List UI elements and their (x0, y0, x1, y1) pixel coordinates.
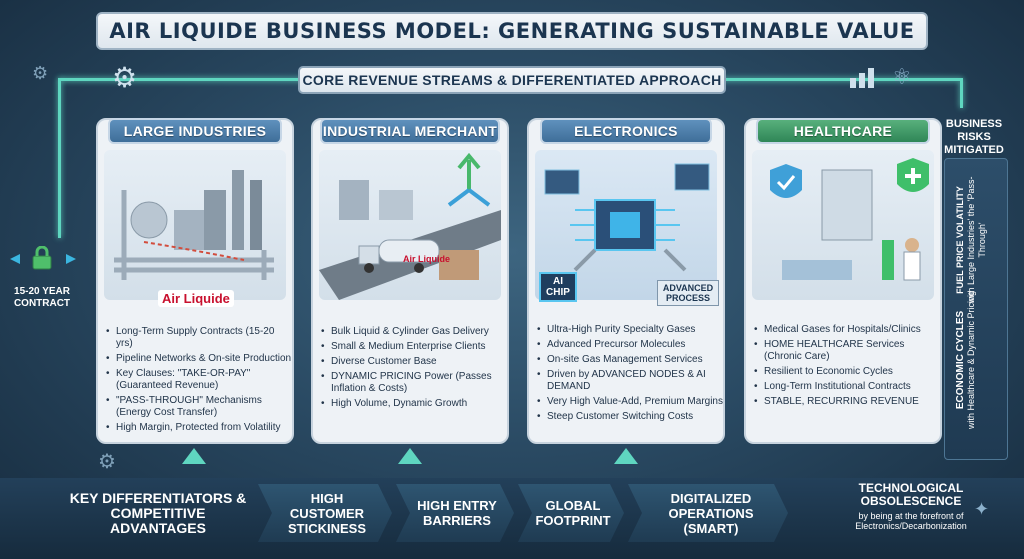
bullet: DYNAMIC PRICING Power (Passes Inflation … (321, 371, 507, 395)
core-revenue-banner: CORE REVENUE STREAMS & DIFFERENTIATED AP… (298, 66, 726, 94)
card-title: INDUSTRIAL MERCHANT (322, 123, 498, 139)
card-title: ELECTRONICS (574, 123, 678, 139)
bullet: Small & Medium Enterprise Clients (321, 341, 507, 353)
bullet: Steep Customer Switching Costs (537, 411, 723, 423)
bullet: High Margin, Protected from Volatility (106, 422, 292, 434)
contract-line-2: CONTRACT (13, 298, 71, 309)
bullet: STABLE, RECURRING REVENUE (754, 396, 940, 408)
bullet: Medical Gases for Hospitals/Clinics (754, 324, 940, 336)
bullet: Pipeline Networks & On-site Production (106, 353, 292, 365)
tech-obsolescence-body: by being at the forefront of Electronics… (855, 511, 967, 531)
card-large-industries: Air Liquide Long-Term Supply Contracts (… (96, 118, 294, 444)
title-text: AIR LIQUIDE BUSINESS MODEL: GENERATING S… (109, 19, 915, 43)
sparkle-icon: ✦ (974, 499, 990, 519)
bullet: Long-Term Institutional Contracts (754, 381, 940, 393)
bullet: "PASS-THROUGH" Mechanisms (Energy Cost T… (106, 395, 292, 419)
truck-label: Air Liquide (403, 254, 450, 264)
card-head-electronics: ELECTRONICS (540, 118, 712, 144)
advanced-process-badge: ADVANCED PROCESS (657, 280, 719, 306)
tech-obsolescence-title: TECHNOLOGICAL OBSOLESCENCE (858, 481, 964, 508)
tech-obsolescence: TECHNOLOGICAL OBSOLESCENCE by being at t… (806, 478, 1016, 532)
electronics-illustration (535, 150, 717, 300)
contract-label: 15-20 YEAR CONTRACT (8, 286, 76, 310)
bullet: HOME HEALTHCARE Services (Chronic Care) (754, 339, 940, 363)
healthcare-bullets: Medical Gases for Hospitals/Clinics HOME… (754, 324, 940, 411)
core-revenue-text: CORE REVENUE STREAMS & DIFFERENTIATED AP… (302, 72, 722, 88)
card-title: HEALTHCARE (793, 123, 893, 139)
chart-icon (848, 66, 882, 88)
chevron (628, 484, 788, 542)
bullet: High Volume, Dynamic Growth (321, 398, 507, 410)
differentiator-item: DIGITALIZED OPERATIONS (SMART) (668, 490, 754, 536)
up-arrow-icon (398, 448, 422, 464)
industrial-merchant-bullets: Bulk Liquid & Cylinder Gas Delivery Smal… (321, 326, 507, 413)
double-arrow-icon (8, 252, 78, 264)
contract-line-1: 15-20 YEAR (14, 286, 70, 297)
lock-icon (28, 245, 56, 270)
bullet: Bulk Liquid & Cylinder Gas Delivery (321, 326, 507, 338)
gear-icon: ⚙ (32, 63, 49, 83)
key-differentiators-label: KEY DIFFERENTIATORS & COMPETITIVE ADVANT… (69, 489, 247, 536)
atom-icon: ⚛ (892, 64, 912, 89)
up-arrow-icon (614, 448, 638, 464)
card-industrial-merchant: Air Liquide Bulk Liquid & Cylinder Gas D… (311, 118, 509, 444)
electronics-bullets: Ultra-High Purity Specialty Gases Advanc… (537, 324, 723, 426)
differentiator-item: HIGH CUSTOMER STICKINESS (287, 490, 366, 536)
flow-line-right (960, 78, 963, 108)
bullet: Key Clauses: "TAKE-OR-PAY" (Guaranteed R… (106, 368, 292, 392)
card-head-large-industries: LARGE INDUSTRIES (108, 118, 282, 144)
ai-chip-badge: AI CHIP (539, 272, 577, 302)
card-electronics: AI CHIP ADVANCED PROCESS Ultra-High Puri… (527, 118, 725, 444)
bullet: Resilient to Economic Cycles (754, 366, 940, 378)
up-arrow-icon (182, 448, 206, 464)
differentiator-item: HIGH ENTRY BARRIERS (417, 498, 497, 528)
economic-cycles-body: with Healthcare & Dynamic Pricing (966, 290, 976, 430)
chevron (396, 484, 514, 542)
gear-icon: ⚙ (112, 62, 138, 93)
card-head-industrial-merchant: INDUSTRIAL MERCHANT (320, 118, 500, 144)
gear-icon: ⚙ (98, 451, 116, 473)
large-industries-bullets: Long-Term Supply Contracts (15-20 yrs) P… (106, 326, 292, 437)
large-industries-illustration (104, 150, 286, 300)
page-title: AIR LIQUIDE BUSINESS MODEL: GENERATING S… (96, 12, 928, 50)
bullet: Driven by ADVANCED NODES & AI DEMAND (537, 369, 723, 393)
healthcare-illustration (752, 150, 934, 300)
bullet: Very High Value-Add, Premium Margins (537, 396, 723, 408)
industrial-merchant-illustration (319, 150, 501, 300)
differentiators-band (0, 478, 1024, 559)
economic-cycles-text: ECONOMIC CYCLES with Healthcare & Dynami… (955, 285, 995, 435)
bullet: Diverse Customer Base (321, 356, 507, 368)
air-liquide-logo: Air Liquide (158, 290, 234, 307)
bullet: Advanced Precursor Molecules (537, 339, 723, 351)
risks-panel (944, 158, 1008, 460)
bullet: Ultra-High Purity Specialty Gases (537, 324, 723, 336)
economic-cycles-title: ECONOMIC CYCLES (955, 310, 966, 410)
chevron (258, 484, 392, 542)
bullet: On-site Gas Management Services (537, 354, 723, 366)
flow-line-left (58, 78, 61, 238)
chevron (518, 484, 624, 542)
card-healthcare: Medical Gases for Hospitals/Clinics HOME… (744, 118, 942, 444)
risks-heading: BUSINESS RISKS MITIGATED (944, 118, 1004, 156)
bullet: Long-Term Supply Contracts (15-20 yrs) (106, 326, 292, 350)
differentiator-item: GLOBAL FOOTPRINT (535, 498, 611, 528)
card-title: LARGE INDUSTRIES (123, 123, 267, 139)
card-head-healthcare: HEALTHCARE (756, 118, 930, 144)
